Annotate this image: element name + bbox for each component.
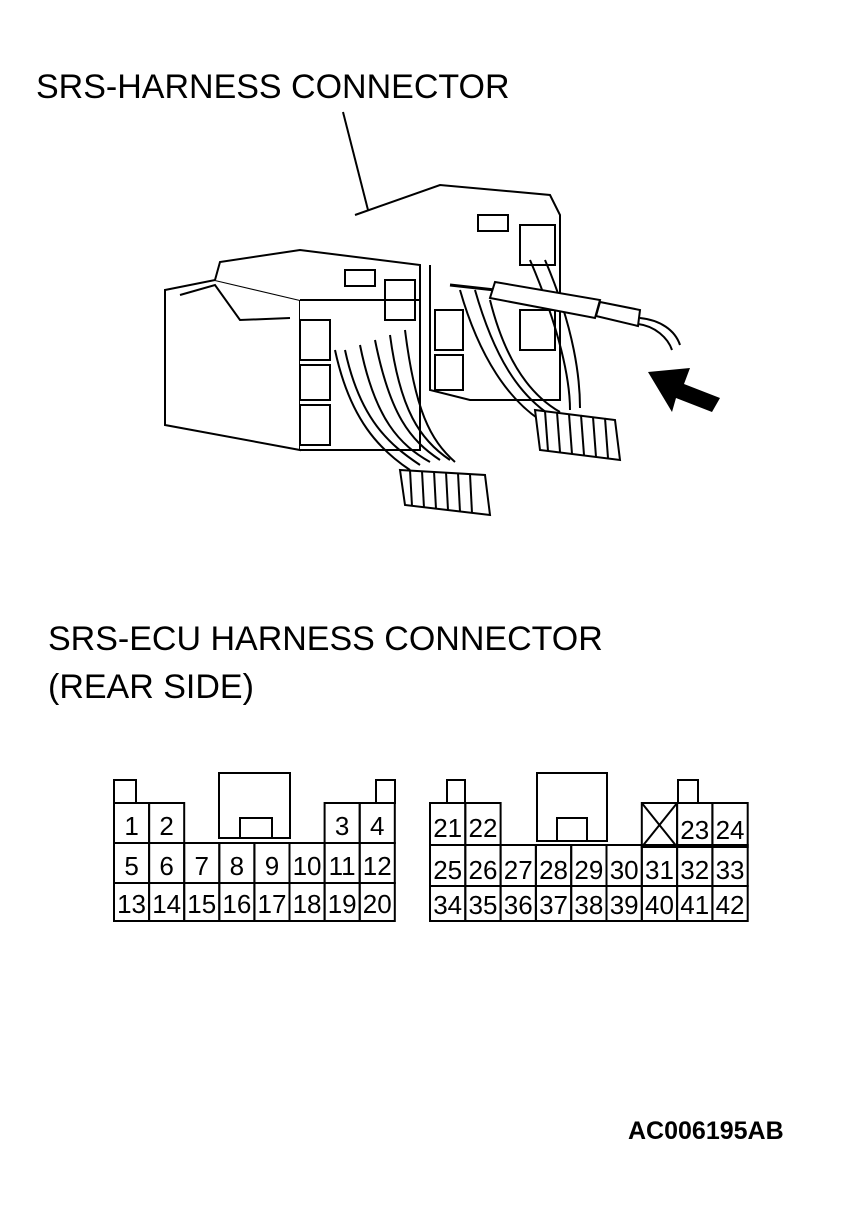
pin-left-13: 13 <box>117 889 146 919</box>
pin-right-33: 33 <box>716 855 745 885</box>
pin-left-4: 4 <box>370 811 384 841</box>
direction-arrow <box>648 368 720 412</box>
left-housing <box>164 278 301 452</box>
pin-right-23: 23 <box>680 815 709 845</box>
right-lock-window <box>556 817 588 842</box>
pin-left-15: 15 <box>187 889 216 919</box>
pin-right-25: 25 <box>433 855 462 885</box>
ecu-connector-label-line1: SRS-ECU HARNESS CONNECTOR <box>48 620 603 658</box>
connector-cell <box>358 882 396 922</box>
pin-left-2: 2 <box>159 811 173 841</box>
unused-cavity-cross <box>641 802 678 848</box>
pin-right-35: 35 <box>468 890 497 920</box>
pin-right-41: 41 <box>680 890 709 920</box>
pin-right-30: 30 <box>610 855 639 885</box>
pin-right-32: 32 <box>680 855 709 885</box>
pin-right-31: 31 <box>645 855 674 885</box>
pin-left-1: 1 <box>124 811 138 841</box>
pin-left-9: 9 <box>265 851 279 881</box>
pin-right-42: 42 <box>716 890 745 920</box>
left-corrugated-tube <box>398 468 492 517</box>
test-probe <box>449 280 681 351</box>
right-key-tab <box>446 779 466 804</box>
right-key-tab <box>677 779 699 804</box>
pin-right-28: 28 <box>539 855 568 885</box>
left-cavities <box>299 279 416 446</box>
left-wires <box>334 329 456 471</box>
left-lock-window <box>239 817 273 839</box>
pin-right-36: 36 <box>504 890 533 920</box>
pin-right-21: 21 <box>433 813 462 843</box>
pin-left-14: 14 <box>152 889 181 919</box>
harness-connector-illustration <box>164 111 720 517</box>
pin-left-12: 12 <box>363 851 392 881</box>
leader-line <box>342 111 369 211</box>
pin-left-10: 10 <box>293 851 322 881</box>
left-key-tab <box>375 779 396 804</box>
pin-right-27: 27 <box>504 855 533 885</box>
right-wires <box>459 259 581 421</box>
pin-right-40: 40 <box>645 890 674 920</box>
pin-right-38: 38 <box>574 890 603 920</box>
pin-left-7: 7 <box>195 851 209 881</box>
ecu-connector-label: SRS-ECU HARNESS CONNECTOR (REAR SIDE) <box>48 615 603 711</box>
latch-right <box>477 214 509 232</box>
pin-left-18: 18 <box>293 889 322 919</box>
pin-left-20: 20 <box>363 889 392 919</box>
pin-left-3: 3 <box>335 811 349 841</box>
latch-left <box>344 269 376 287</box>
pin-left-19: 19 <box>328 889 357 919</box>
pin-left-11: 11 <box>329 851 356 881</box>
pin-left-6: 6 <box>159 851 173 881</box>
pin-left-16: 16 <box>222 889 251 919</box>
right-corrugated-tube <box>533 408 622 462</box>
right-lock-housing <box>536 772 608 842</box>
right-cavities <box>434 224 556 391</box>
left-key-tab <box>113 779 137 804</box>
left-lock-housing <box>218 772 291 839</box>
connector-cell <box>711 885 749 922</box>
pin-left-5: 5 <box>124 851 138 881</box>
ecu-connector-label-line2: (REAR SIDE) <box>48 668 254 706</box>
connector-cell <box>711 802 749 848</box>
pin-right-39: 39 <box>610 890 639 920</box>
pin-right-29: 29 <box>574 855 603 885</box>
figure-id: AC006195AB <box>628 1117 784 1145</box>
pin-right-24: 24 <box>716 815 745 845</box>
harness-connector-label: SRS-HARNESS CONNECTOR <box>36 68 510 106</box>
pin-right-26: 26 <box>468 855 497 885</box>
pin-left-17: 17 <box>257 889 286 919</box>
pin-right-22: 22 <box>468 813 497 843</box>
pin-left-8: 8 <box>230 851 244 881</box>
pin-right-37: 37 <box>539 890 568 920</box>
pin-right-34: 34 <box>433 890 462 920</box>
